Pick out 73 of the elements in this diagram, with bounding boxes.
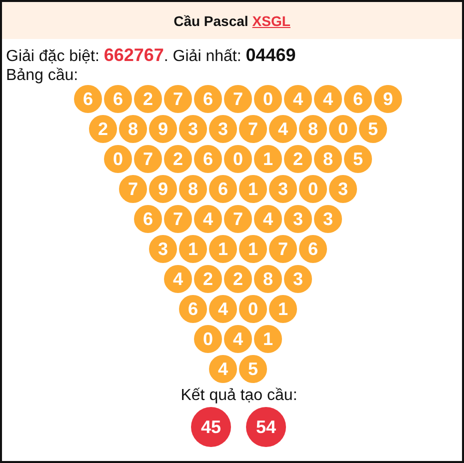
number-ball: 9 bbox=[148, 114, 178, 144]
number-ball: 4 bbox=[268, 114, 298, 144]
number-ball: 3 bbox=[328, 174, 358, 204]
number-ball: 3 bbox=[148, 234, 178, 264]
number-ball: 3 bbox=[283, 204, 313, 234]
number-ball: 4 bbox=[193, 204, 223, 234]
number-ball: 4 bbox=[208, 354, 238, 384]
number-ball: 8 bbox=[313, 144, 343, 174]
number-ball: 0 bbox=[238, 294, 268, 324]
number-ball: 1 bbox=[178, 234, 208, 264]
number-ball: 6 bbox=[73, 84, 103, 114]
number-ball: 7 bbox=[268, 234, 298, 264]
section-label: Bảng cầu: bbox=[6, 66, 78, 86]
number-ball: 4 bbox=[223, 324, 253, 354]
number-ball: 0 bbox=[223, 144, 253, 174]
number-ball: 6 bbox=[178, 294, 208, 324]
number-ball: 4 bbox=[208, 294, 238, 324]
number-ball: 7 bbox=[118, 174, 148, 204]
number-ball: 3 bbox=[208, 114, 238, 144]
number-ball: 8 bbox=[253, 264, 283, 294]
number-ball: 3 bbox=[313, 204, 343, 234]
number-ball: 7 bbox=[163, 204, 193, 234]
number-ball: 3 bbox=[283, 264, 313, 294]
prize-text: Giải đặc biệt: 662767. Giải nhất: 04469 bbox=[6, 45, 296, 67]
number-ball: 5 bbox=[238, 354, 268, 384]
number-ball: 6 bbox=[298, 234, 328, 264]
number-ball: 1 bbox=[208, 234, 238, 264]
number-ball: 1 bbox=[253, 324, 283, 354]
number-ball: 4 bbox=[313, 84, 343, 114]
number-ball: 0 bbox=[298, 174, 328, 204]
number-ball: 8 bbox=[298, 114, 328, 144]
number-ball: 2 bbox=[193, 264, 223, 294]
number-ball: 3 bbox=[268, 174, 298, 204]
number-ball: 3 bbox=[178, 114, 208, 144]
number-ball: 7 bbox=[223, 204, 253, 234]
number-ball: 1 bbox=[238, 234, 268, 264]
number-ball: 2 bbox=[283, 144, 313, 174]
heading-text: Cầu Pascal bbox=[174, 12, 248, 28]
number-ball: 2 bbox=[88, 114, 118, 144]
number-ball: 0 bbox=[328, 114, 358, 144]
number-ball: 1 bbox=[268, 294, 298, 324]
number-ball: 4 bbox=[283, 84, 313, 114]
number-ball: 7 bbox=[238, 114, 268, 144]
number-ball: 7 bbox=[223, 84, 253, 114]
number-ball: 5 bbox=[343, 144, 373, 174]
number-ball: 0 bbox=[193, 324, 223, 354]
number-ball: 4 bbox=[253, 204, 283, 234]
number-ball: 9 bbox=[373, 84, 403, 114]
number-ball: 7 bbox=[163, 84, 193, 114]
number-ball: 2 bbox=[163, 144, 193, 174]
number-ball: 1 bbox=[238, 174, 268, 204]
result-label: Kết quả tạo cầu: bbox=[180, 386, 298, 406]
number-ball: 2 bbox=[223, 264, 253, 294]
header-link: XSGL bbox=[252, 12, 290, 28]
number-ball: 9 bbox=[148, 174, 178, 204]
header-band bbox=[2, 2, 462, 39]
number-ball: 1 bbox=[253, 144, 283, 174]
number-ball: 2 bbox=[133, 84, 163, 114]
number-ball: 6 bbox=[193, 84, 223, 114]
number-ball: 0 bbox=[103, 144, 133, 174]
number-ball: 6 bbox=[208, 174, 238, 204]
number-ball: 8 bbox=[118, 114, 148, 144]
number-ball: 0 bbox=[253, 84, 283, 114]
result-ball: 54 bbox=[246, 407, 286, 447]
result-ball: 45 bbox=[191, 407, 231, 447]
number-ball: 6 bbox=[193, 144, 223, 174]
number-ball: 8 bbox=[178, 174, 208, 204]
number-ball: 4 bbox=[163, 264, 193, 294]
number-ball: 7 bbox=[133, 144, 163, 174]
number-ball: 5 bbox=[358, 114, 388, 144]
number-ball: 6 bbox=[343, 84, 373, 114]
number-ball: 6 bbox=[103, 84, 133, 114]
number-ball: 6 bbox=[133, 204, 163, 234]
